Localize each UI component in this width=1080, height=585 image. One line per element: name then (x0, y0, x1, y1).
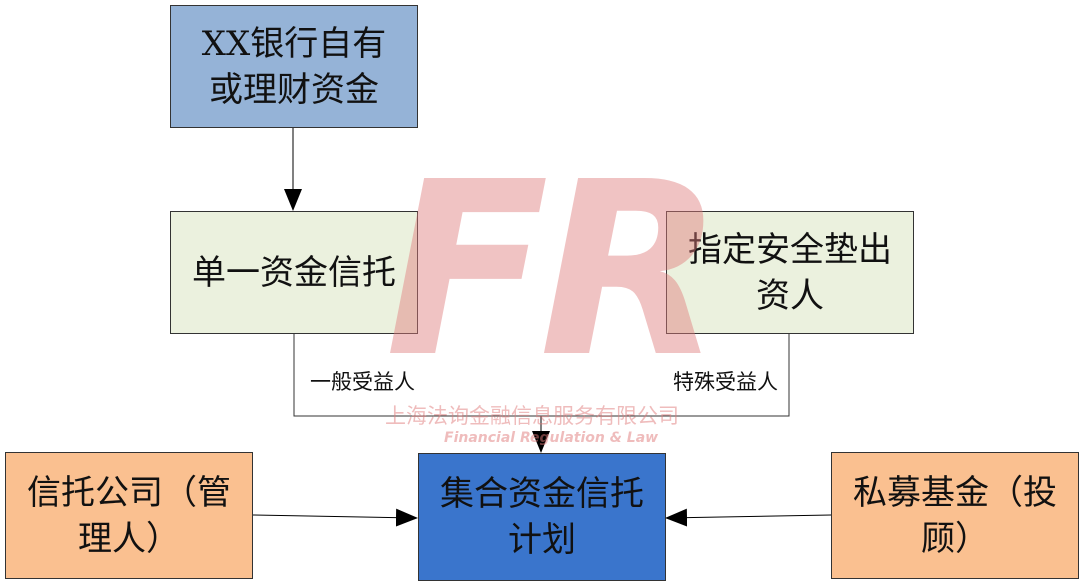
arrow-trust-company (251, 508, 418, 527)
watermark-logo: FR (385, 130, 724, 410)
label-general-beneficiary: 一般受益人 (310, 370, 415, 394)
label-special-beneficiary: 特殊受益人 (673, 370, 778, 394)
watermark-company: 上海法询金融信息服务有限公司 (385, 404, 679, 428)
node-private-fund: 私募基金（投顾） (831, 452, 1079, 579)
node-source: XX银行自有或理财资金 (170, 5, 418, 128)
arrow-private-fund (665, 508, 832, 527)
node-single-trust: 单一资金信托 (170, 211, 418, 334)
node-trust-company: 信托公司（管理人） (5, 452, 253, 579)
watermark-tagline: Financial Regulation & Law (444, 430, 659, 446)
node-safety-investor: 指定安全垫出资人 (666, 211, 914, 334)
node-collective-trust: 集合资金信托计划 (418, 453, 666, 581)
